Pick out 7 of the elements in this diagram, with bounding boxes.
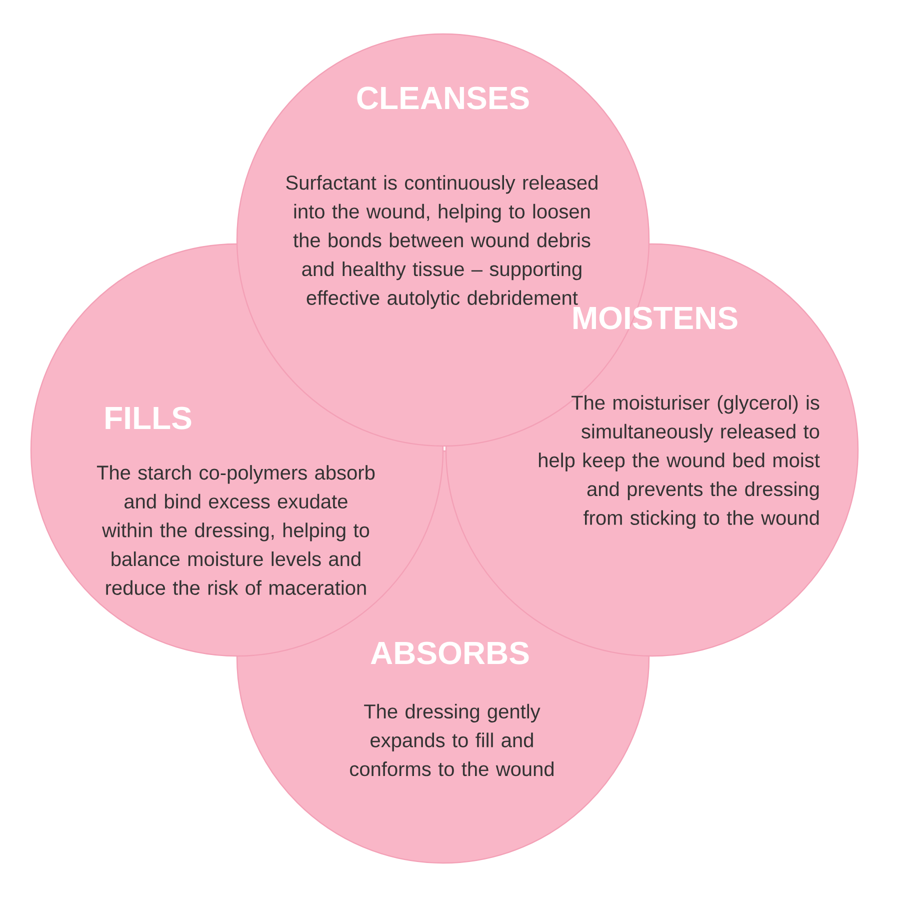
heading: ABSORBS — [370, 642, 529, 664]
body-text: The dressing gently expands to fill and conforms to the wound — [350, 704, 554, 776]
heading: CLEANSES — [357, 86, 529, 110]
heading: FILLS — [106, 406, 192, 430]
heading: MOISTENS — [574, 306, 738, 330]
body-text: The starch co-polymers absorb and bind excess exudate within the dressing, helping to balance moisture levels and reduce the risk of maceration — [96, 465, 375, 595]
body-text: The moisturiser (glycerol) is simultaneously released to help keep the wound bed moist and prevents the dressing from sticking to the wound — [538, 395, 820, 529]
